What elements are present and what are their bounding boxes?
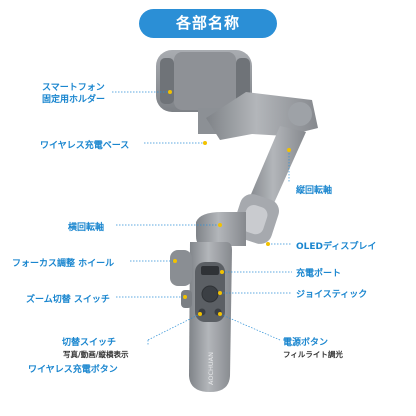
- pan-axis-joint: [196, 194, 280, 246]
- label-pan-axis: 横回転軸: [68, 223, 105, 233]
- label-mode-switch-sub: 写真/動画/縦横表示: [63, 350, 129, 359]
- leader-lines: [112, 91, 292, 345]
- brand-logo: AOCHUAN: [207, 352, 215, 385]
- label-zoom-switch: ズーム切替 スイッチ: [26, 295, 110, 305]
- label-power-button: 電源ボタン: [283, 338, 329, 348]
- label-mode-switch: 切替スイッチ: [62, 338, 117, 348]
- label-tilt-axis: 縦回転軸: [296, 186, 333, 196]
- label-focus-wheel: フォーカス調整 ホイール: [12, 259, 115, 269]
- phone-holder: [156, 50, 252, 112]
- joystick[interactable]: [201, 285, 219, 303]
- label-wireless-base: ワイヤレス充電ベース: [40, 141, 130, 151]
- markers: [168, 90, 291, 316]
- label-charge-port: 充電ポート: [296, 269, 342, 279]
- title-badge: [139, 9, 277, 38]
- label-phone-holder-2: 固定用ホルダー: [42, 95, 106, 105]
- label-phone-holder-1: スマートフォン: [42, 83, 105, 93]
- zoom-switch[interactable]: [181, 290, 192, 308]
- tilt-arm: [246, 126, 306, 212]
- label-wireless-button: ワイヤレス充電ボタン: [28, 365, 118, 375]
- focus-wheel[interactable]: [170, 250, 192, 286]
- label-joystick: ジョイスティック: [296, 290, 368, 300]
- oled-display: [201, 266, 219, 275]
- page-title: 各部名称: [175, 14, 240, 32]
- label-oled: OLEDディスプレイ: [296, 242, 377, 252]
- label-power-button-sub: フィルライト調光: [283, 350, 343, 359]
- handle: [170, 242, 232, 392]
